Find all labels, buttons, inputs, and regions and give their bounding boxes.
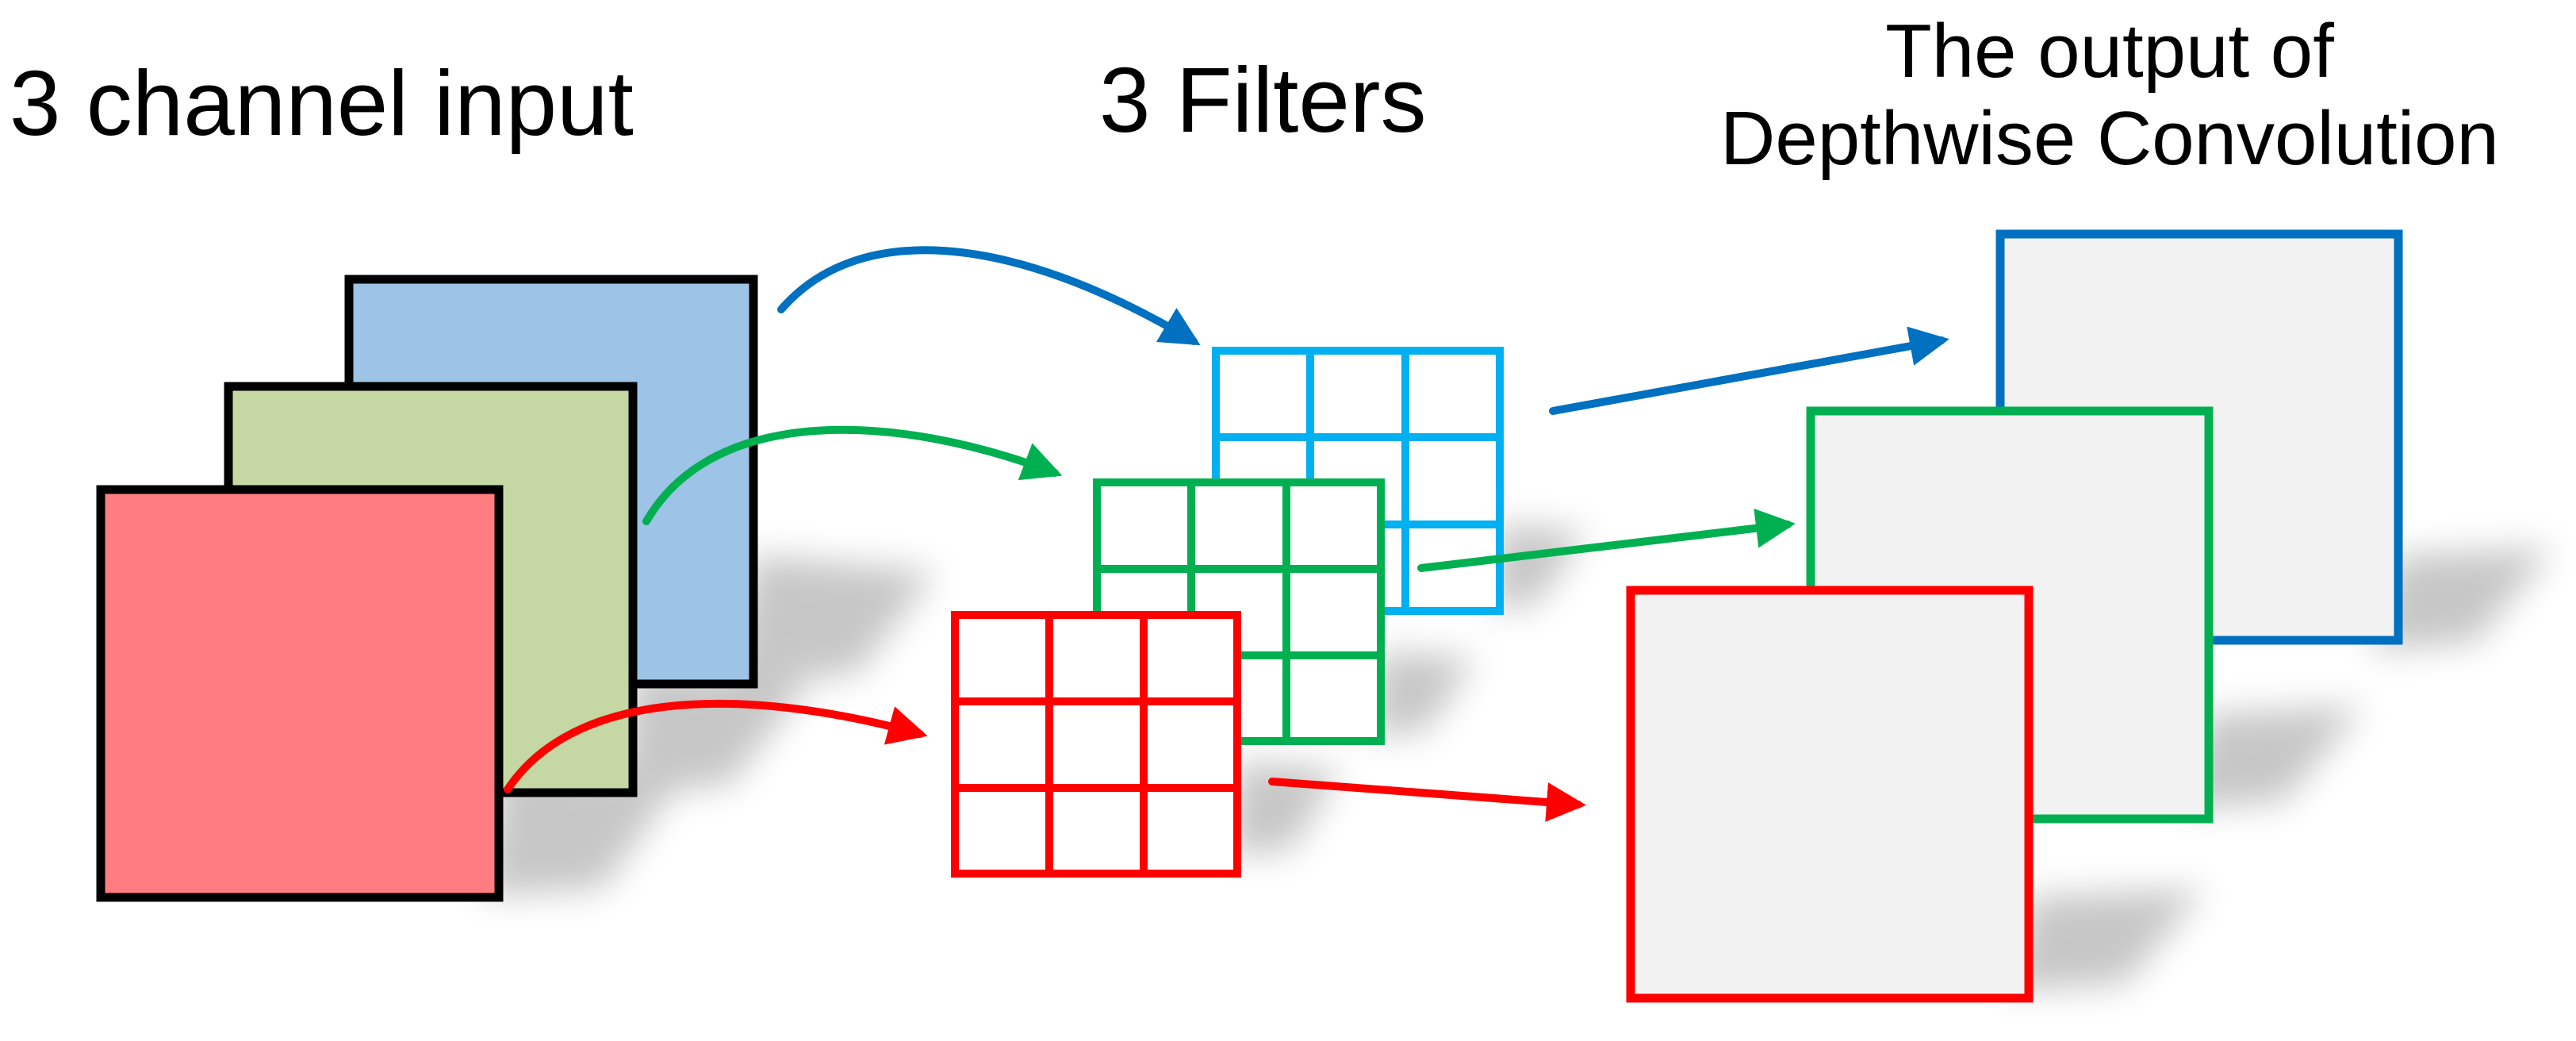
shadow-output-red: [2007, 889, 2205, 992]
output-red: [1626, 586, 2034, 1003]
shadow-input-green: [619, 666, 809, 793]
shadow-output-green: [2181, 706, 2363, 809]
output-title-line-1: The output of: [1885, 9, 2334, 94]
filter-red-frame: [951, 611, 1241, 878]
arrow-input-to-filter-blue: [777, 246, 1201, 346]
output-stack: [1626, 229, 2403, 1003]
channel-input-stack: [96, 275, 758, 902]
shadow-output-blue: [2371, 547, 2554, 651]
arrow-filter-to-output-red: [1268, 778, 1586, 822]
input-to-filter-arrows: [504, 246, 1201, 793]
shadow-input-blue: [730, 555, 936, 682]
filters-title: 3 Filters: [1099, 48, 1427, 152]
output-title: The output of Depthwise Convolution: [1681, 8, 2538, 182]
filter-red: [951, 611, 1241, 878]
arrow-filter-to-output-blue: [1549, 326, 1949, 415]
arrow-input-to-filter-red: [504, 700, 928, 793]
arrow-filter-to-output-green: [1417, 508, 1796, 572]
shadow-filter-red: [1229, 762, 1340, 857]
arrow-input-to-filter-green: [642, 425, 1063, 525]
shadow-filter-blue: [1491, 524, 1586, 611]
shadows: [484, 524, 2554, 992]
shadow-filter-green: [1372, 651, 1475, 738]
input-channel-red: [96, 485, 504, 902]
filter-to-output-arrows: [1268, 326, 1949, 822]
output-title-line-2: Depthwise Convolution: [1720, 96, 2499, 181]
input-title: 3 channel input: [10, 52, 634, 155]
